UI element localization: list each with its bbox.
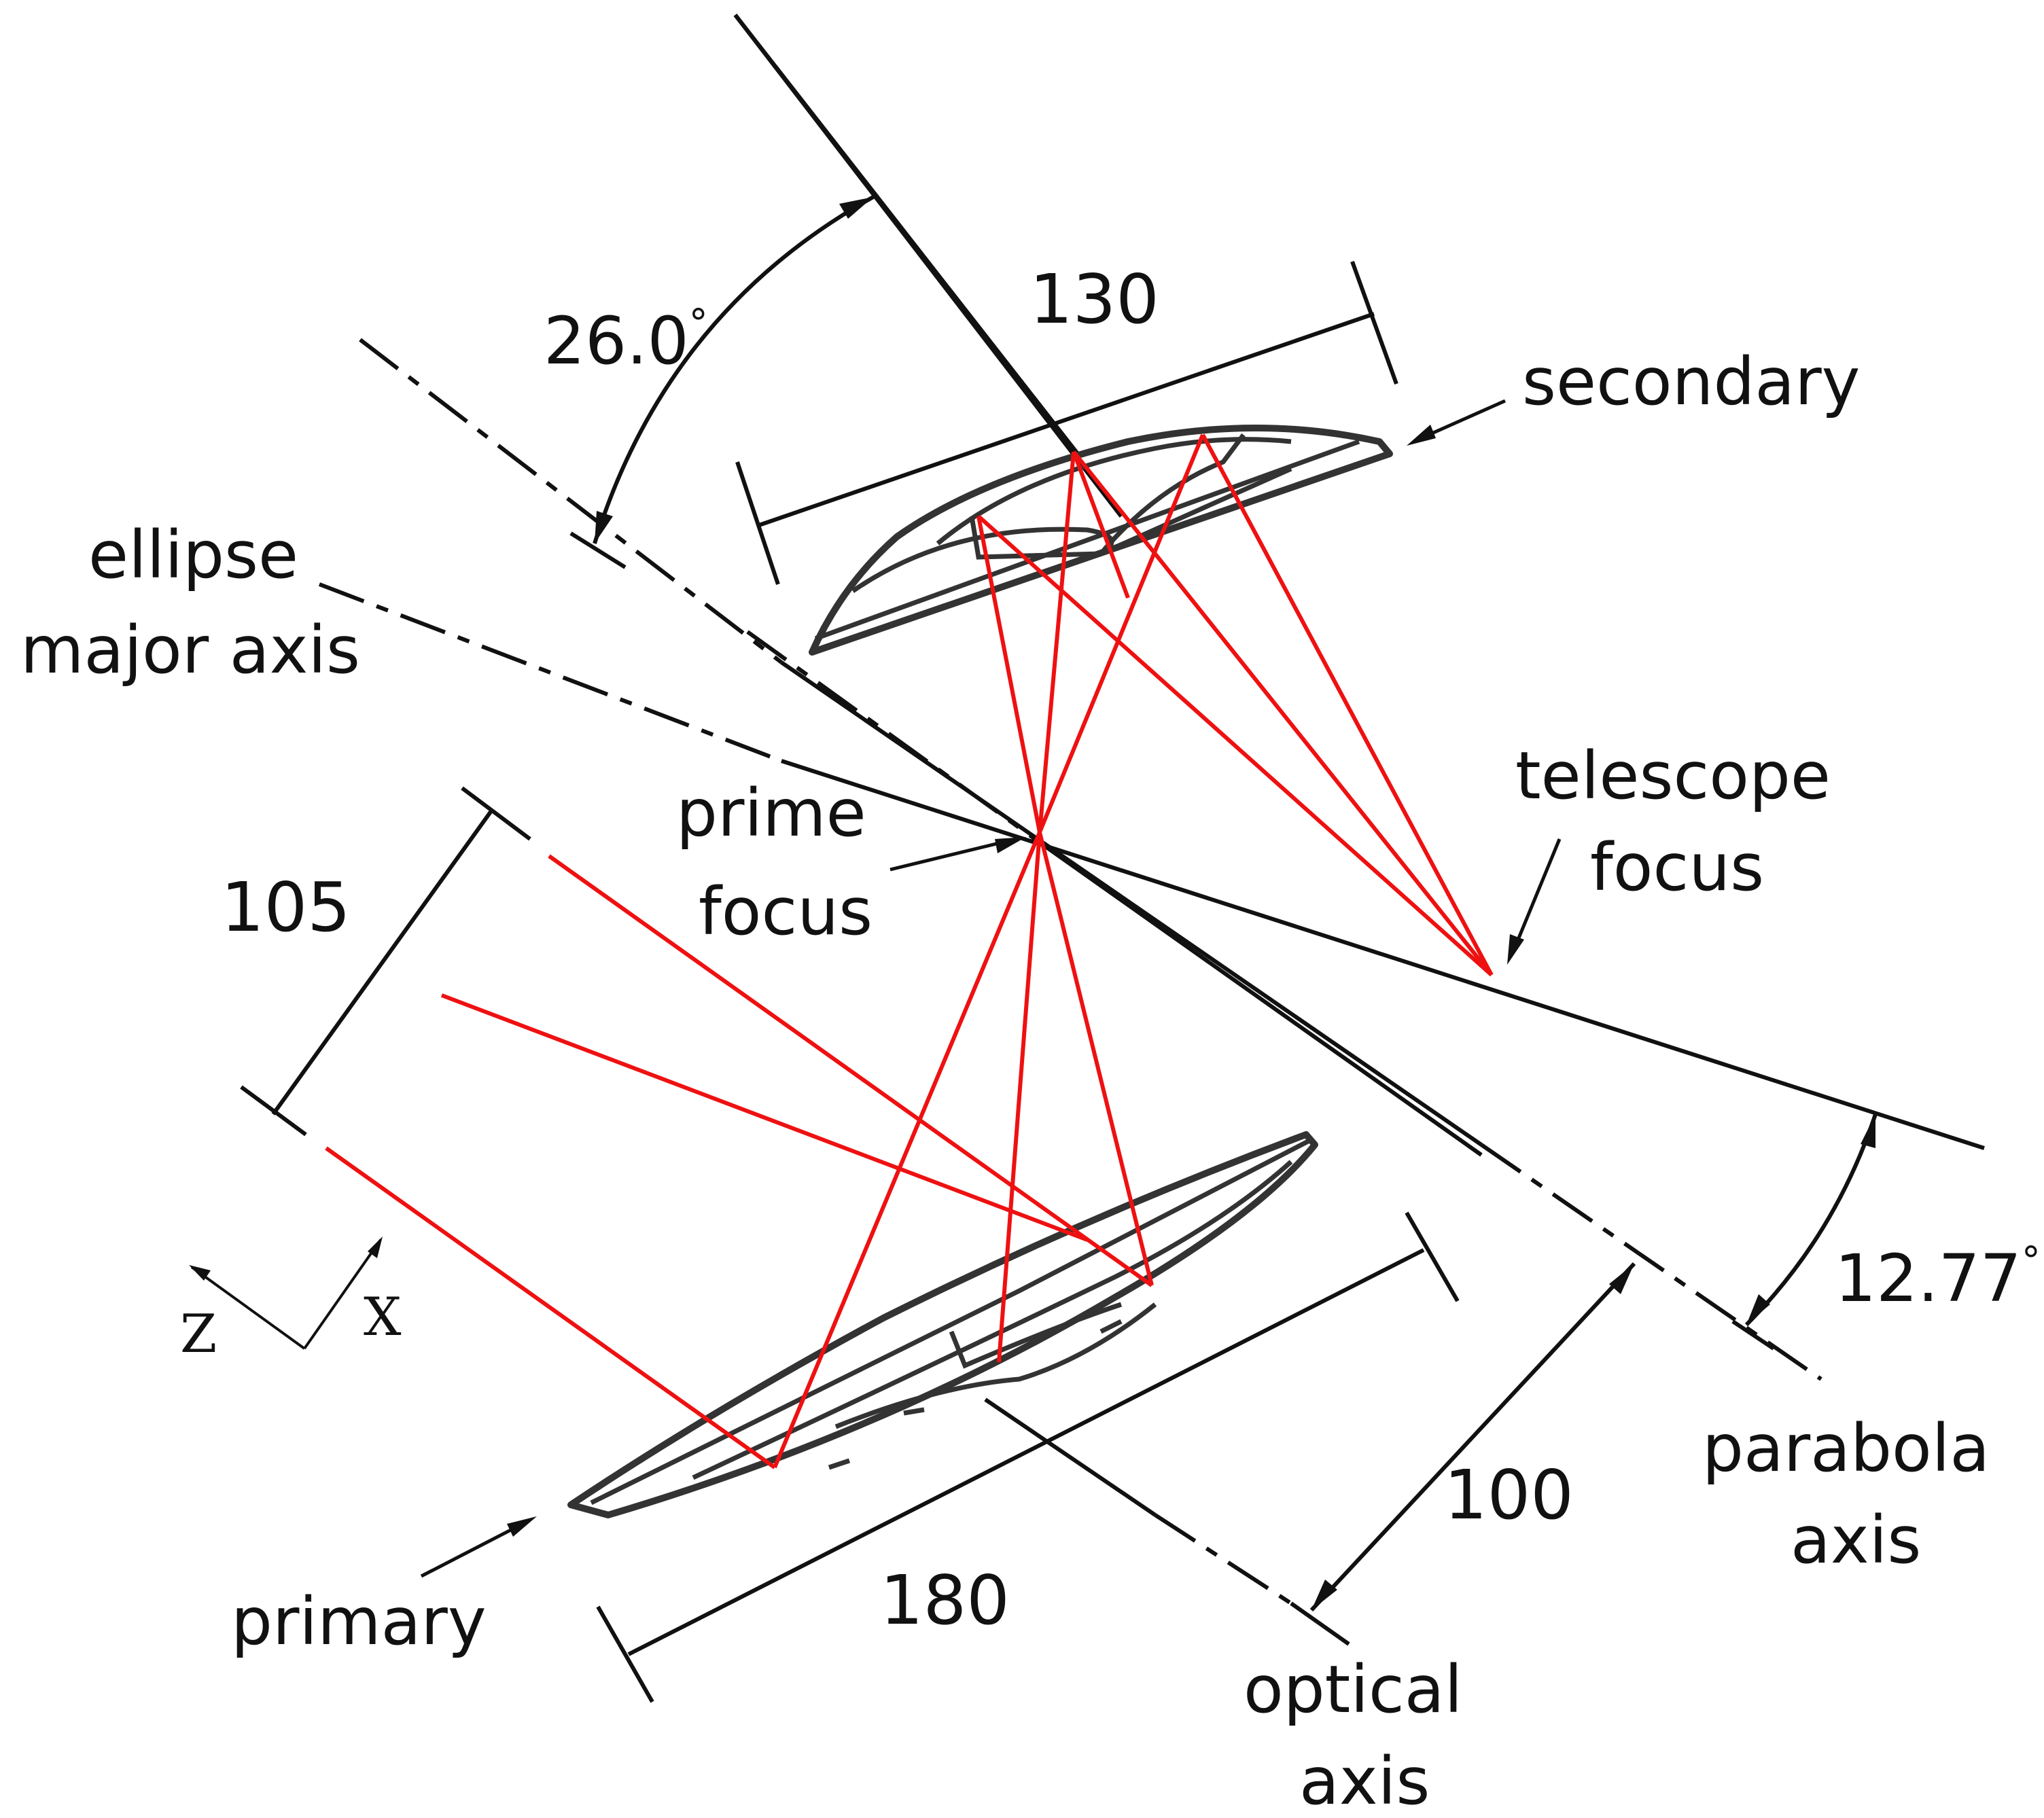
dimension-130	[735, 260, 1398, 585]
angle-top-value: 26.0°	[544, 302, 708, 379]
label-primary: primary	[231, 1584, 487, 1660]
angle-top-number: 26.0	[544, 303, 689, 379]
dimension-105	[240, 786, 531, 1137]
axis-z-label: Z	[180, 1304, 217, 1365]
angle-dimension-top	[569, 195, 875, 569]
ellipse-major-axis-line	[318, 582, 1985, 1150]
label-optical-axis: axis	[1299, 1743, 1430, 1818]
light-rays	[325, 433, 1494, 1469]
dimension-105-label: 105	[221, 868, 351, 947]
dimension-130-label: 130	[1029, 260, 1159, 339]
dimension-100	[1309, 1262, 1636, 1612]
label-prime-focus: focus	[699, 874, 873, 950]
secondary-mirror	[809, 425, 1393, 656]
label-optical: optical	[1244, 1652, 1462, 1728]
label-parabola-axis: axis	[1791, 1502, 1921, 1578]
angle-top-degree: °	[689, 302, 708, 346]
primary-mirror	[567, 1131, 1318, 1518]
dimension-100-label: 100	[1444, 1455, 1574, 1535]
optical-axis-line	[733, 14, 1082, 459]
dimension-180-label: 180	[880, 1561, 1010, 1640]
coordinate-axes	[189, 1236, 383, 1350]
label-prime: prime	[676, 775, 866, 851]
optical-axis-main	[733, 14, 1483, 1646]
leader-arrows	[420, 399, 1562, 1578]
label-major-axis: major axis	[20, 612, 360, 688]
dimension-180	[596, 1211, 1460, 1703]
label-ellipse: ellipse	[88, 517, 298, 593]
label-parabola: parabola	[1702, 1410, 1990, 1486]
angle-dimension-right	[1731, 1113, 1878, 1351]
angle-right-degree: °	[2022, 1239, 2041, 1283]
label-telescope-focus: focus	[1590, 830, 1764, 906]
angle-right-number: 12.77	[1835, 1241, 2022, 1317]
angle-right-value: 12.77°	[1835, 1239, 2041, 1317]
label-telescope: telescope	[1515, 738, 1831, 814]
axis-x-label: X	[364, 1287, 402, 1348]
label-secondary: secondary	[1522, 344, 1860, 420]
